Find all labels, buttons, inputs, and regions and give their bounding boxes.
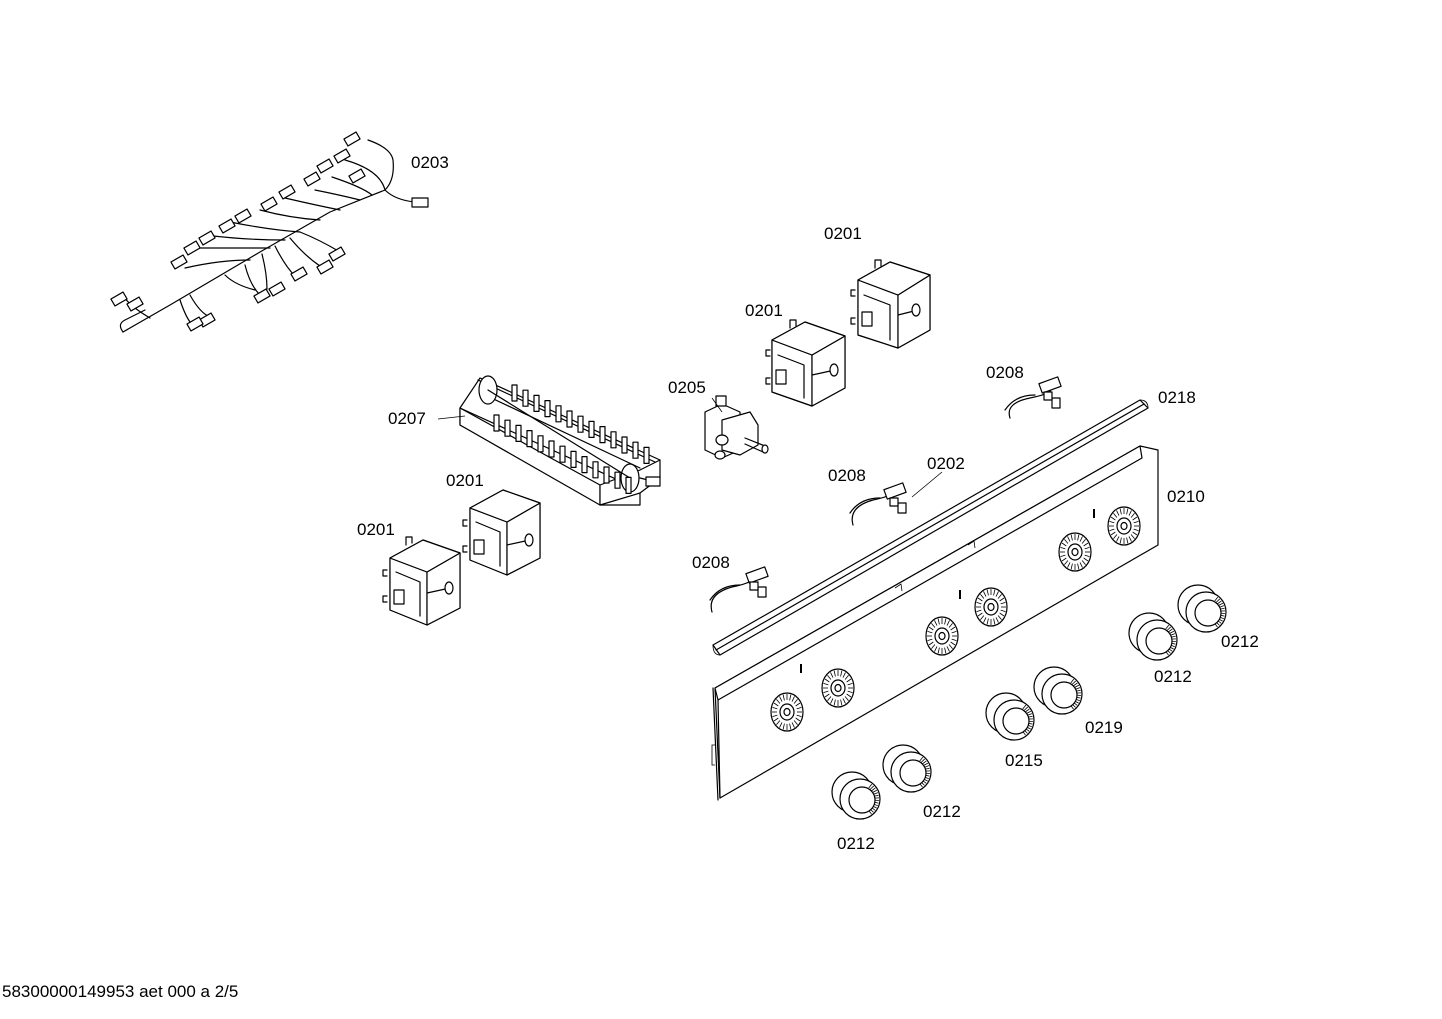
wiring-harness	[110, 131, 429, 333]
trim-strip	[712, 399, 1149, 656]
callout-knob-e: 0215	[1005, 751, 1043, 770]
panel-dial-icon	[1107, 506, 1141, 546]
control-knob-icon	[1128, 612, 1178, 661]
control-knob-icon	[831, 771, 881, 820]
callout-knob-c: 0212	[923, 802, 961, 821]
gas-valve	[704, 395, 769, 460]
panel-dial-icon	[925, 616, 959, 656]
thermostat-box-b	[765, 319, 846, 407]
control-knob-icon	[882, 744, 932, 793]
knobs	[831, 584, 1227, 820]
callout-thermostat-a: 0201	[824, 224, 862, 243]
callout-selector-switch: 0207	[388, 409, 426, 428]
callout-panel: 0210	[1167, 487, 1205, 506]
indicator-lamp-c	[709, 566, 769, 613]
thermostat-box-a	[850, 259, 931, 349]
indicator-lamp-b	[849, 482, 907, 526]
leader-lines	[437, 397, 943, 498]
panel-dial-icon	[821, 668, 855, 708]
callout-lamp-b: 0208	[828, 466, 866, 485]
callout-knob-f: 0219	[1085, 718, 1123, 737]
callout-trim-strip: 0218	[1158, 388, 1196, 407]
panel-dial-icon	[974, 587, 1008, 627]
control-panel	[711, 445, 1159, 801]
callout-knob-b: 0212	[1154, 667, 1192, 686]
callout-knob-d: 0212	[837, 834, 875, 853]
callout-thermostat-d: 0201	[357, 520, 395, 539]
callout-harness: 0203	[411, 153, 449, 172]
callout-valve: 0205	[668, 378, 706, 397]
callout-knob-a: 0212	[1221, 632, 1259, 651]
callout-thermostat-b: 0201	[745, 301, 783, 320]
panel-dial-icon	[770, 692, 804, 732]
document-footer: 58300000149953 aet 000 a 2/5	[2, 982, 239, 1001]
control-knob-icon	[1033, 666, 1083, 715]
callout-clip: 0202	[927, 454, 965, 473]
control-knob-icon	[985, 692, 1035, 741]
thermostat-box-c	[462, 489, 541, 576]
callout-lamp-a: 0208	[986, 363, 1024, 382]
control-knob-icon	[1177, 584, 1227, 633]
indicator-lamp-a	[1004, 376, 1062, 419]
thermostat-box-d	[382, 536, 461, 626]
callout-lamp-c: 0208	[692, 553, 730, 572]
callout-thermostat-c: 0201	[446, 471, 484, 490]
selector-switch	[459, 375, 661, 506]
panel-dial-icon	[1058, 532, 1092, 572]
